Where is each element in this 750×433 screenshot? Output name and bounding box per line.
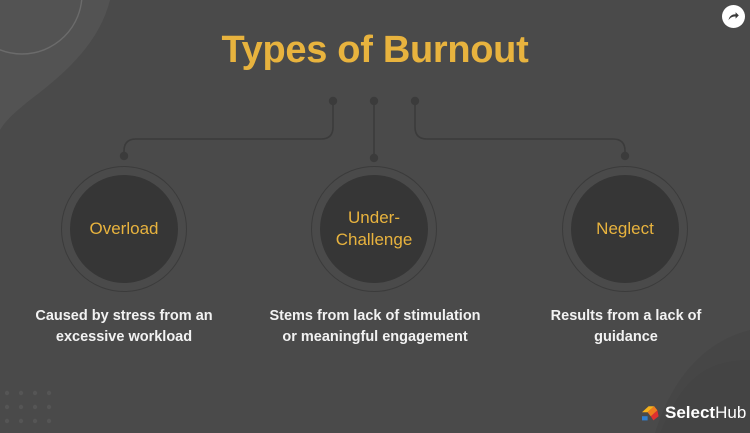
node-ring [61, 166, 187, 292]
node-label-overload: Overload [89, 219, 159, 238]
connector-dot-top-right [410, 96, 420, 106]
node-caption-under-challenge: Stems from lack of stimulation or meanin… [269, 308, 481, 345]
node-caption-neglect: Results from a lack of guidance [550, 308, 702, 345]
node-label-neglect: Neglect [596, 219, 654, 238]
selecthub-cube-icon [642, 405, 659, 420]
connector-path-left [123, 101, 334, 155]
node-label-line-2: Challenge [335, 230, 413, 249]
node-circle-under-challenge[interactable]: Under- Challenge [311, 166, 437, 292]
page-title: Types of Burnout [221, 29, 529, 71]
node-disc: Under- Challenge [320, 175, 428, 283]
connector-dot-top-left [328, 96, 338, 106]
node-ring [562, 166, 688, 292]
connector-dot-middle [369, 153, 379, 163]
connector-path-right [414, 101, 626, 155]
share-button[interactable] [722, 5, 745, 28]
brand-name-bold: Select [665, 403, 716, 422]
node-caption-overload: Caused by stress from an excessive workl… [35, 308, 213, 345]
selecthub-wordmark: SelectHub [665, 403, 746, 423]
node-label-line-1: Under- [348, 208, 400, 227]
node-ring [311, 166, 437, 292]
connector-dots [119, 96, 630, 163]
share-arrow-icon [728, 12, 739, 21]
connector-dot-left [119, 151, 129, 161]
connector-dot-right [620, 151, 630, 161]
node-label-under-challenge: Under- Challenge [330, 207, 419, 251]
node-disc: Neglect [571, 175, 679, 283]
node-circle-neglect[interactable]: Neglect [562, 166, 688, 292]
selecthub-logo[interactable]: SelectHub [641, 403, 746, 423]
connector-dot-top-middle [369, 96, 379, 106]
node-circle-overload[interactable]: Overload [61, 166, 187, 292]
brand-name-light: Hub [715, 403, 747, 422]
node-disc: Overload [70, 175, 178, 283]
